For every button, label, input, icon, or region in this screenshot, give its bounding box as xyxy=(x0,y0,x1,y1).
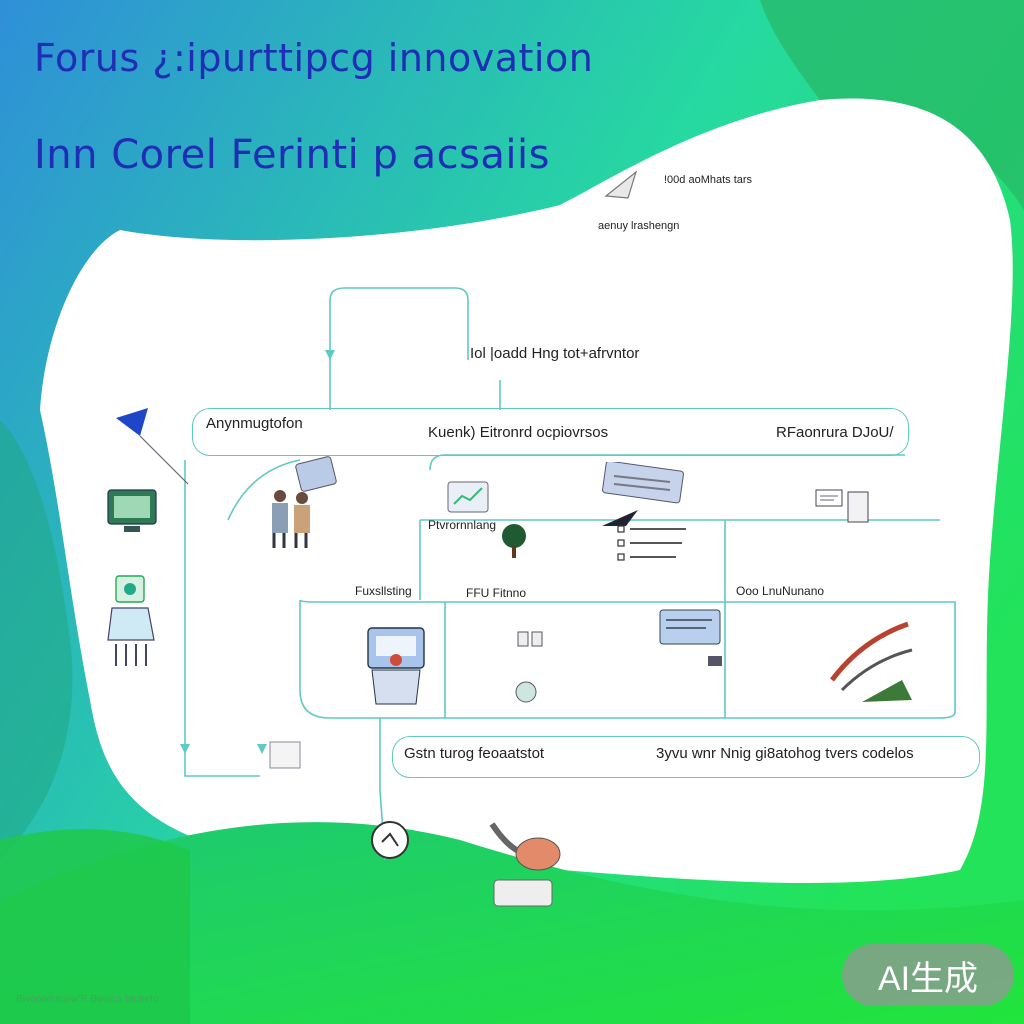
kite-icon xyxy=(116,408,189,485)
bottom-labels-frame xyxy=(392,736,980,778)
people-icon xyxy=(272,456,337,548)
robot-icon xyxy=(107,575,155,666)
section-label-left: Anynmugtofon xyxy=(206,415,303,432)
page-subtitle: Inn Corel Ferinti p acsaiis xyxy=(34,132,550,178)
document-stack-icon xyxy=(815,489,869,523)
sub-label-3: FFU Fitnno xyxy=(466,586,527,600)
panel-icon xyxy=(602,462,684,504)
plant-icon xyxy=(502,524,526,558)
diagram-top-label: Iol |oadd Hng tot+afrvntor xyxy=(470,345,640,362)
footer-watermark: Bwonnersu/iw'R Bwinus taubeto xyxy=(16,994,159,1005)
checklist-icon xyxy=(617,525,686,561)
monitor-icon xyxy=(107,489,157,532)
send-icon xyxy=(602,510,638,526)
note-line-2: aenuy lrashengn xyxy=(598,220,680,232)
note-line-1: !00d aoMhats tars xyxy=(664,174,753,186)
robot-arm-icon xyxy=(489,822,561,907)
section-label-middle: Kuenk) Eitronrd ocpiovrsos xyxy=(428,424,609,441)
machine-icon xyxy=(367,627,425,705)
ai-generated-badge: AI生成 xyxy=(842,944,1014,1006)
bottle-icon xyxy=(515,631,543,703)
section-label-right: RFaonrura DJoU/ xyxy=(776,424,894,441)
sub-label-1: Ptvrornnlang xyxy=(428,518,497,532)
sub-label-2: Fuxsllsting xyxy=(355,584,412,598)
paper-plane-icon xyxy=(604,170,638,199)
sub-label-4: Ooo LnuNunano xyxy=(736,584,825,598)
clock-icon xyxy=(371,821,409,859)
page-title: Forus ¿:ipurttipcg innovation xyxy=(34,36,594,80)
bottom-label-right: 3yvu wnr Nnig gi8atohog tvers codelos xyxy=(656,745,914,762)
hand-tool-icon xyxy=(830,621,913,702)
label-card-icon xyxy=(269,741,301,769)
screen-icon xyxy=(659,609,722,666)
section-header-frame xyxy=(192,408,909,456)
chart-card-icon xyxy=(447,481,489,513)
bottom-label-left: Gstn turog feoaatstot xyxy=(404,745,545,762)
